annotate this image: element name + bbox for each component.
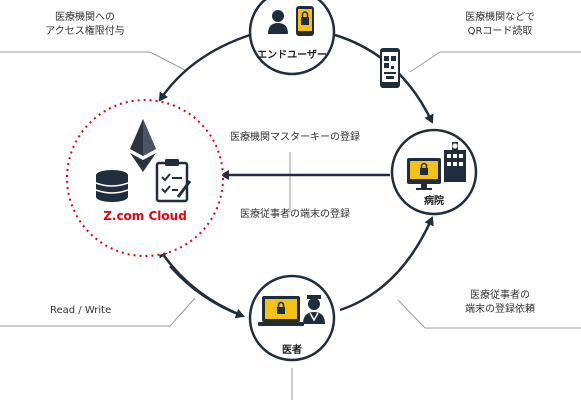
- user-node-label: エンドユーザー: [257, 50, 327, 61]
- leader-bottom-right: [397, 299, 581, 329]
- doctor-node: [248, 274, 336, 362]
- hospital-node-label: 病院: [424, 196, 444, 207]
- monitor-lock-icon: [407, 158, 441, 190]
- doctor-icon: [303, 295, 325, 324]
- arrow-cloud-to-doctor: [169, 265, 245, 319]
- user-node: [248, 0, 336, 76]
- annotation-bottom-right-line1: 医療従事者の: [470, 290, 530, 301]
- clipboard-icon: [155, 159, 192, 203]
- annotation-top-right-line2: QRコード読取: [467, 26, 533, 37]
- annotation-bottom-right: 医療従事者の 端末の登録依頼: [440, 289, 560, 317]
- ethereum-icon: [130, 119, 156, 172]
- arrow-doctor-to-cloud: [158, 248, 244, 318]
- qr-phone-icon: [380, 48, 400, 88]
- cloud-label: Z.com Cloud: [103, 209, 187, 223]
- annotation-top-right-line1: 医療機関などで: [465, 12, 535, 23]
- annotation-center-bottom: 医療従事者の端末の登録: [240, 209, 350, 220]
- hospital-node: [390, 128, 478, 216]
- annotation-top-left-line1: 医療機関への: [55, 12, 115, 23]
- leader-bottom-left: [0, 297, 196, 327]
- annotation-center-top: 医療機関マスターキーの登録: [230, 132, 360, 143]
- laptop-lock-icon: [258, 296, 304, 326]
- arrow-user-to-cloud: [158, 33, 251, 102]
- leader-top-left: [0, 51, 186, 71]
- person-icon: [268, 10, 288, 34]
- arrow-doctor-to-hospital: [339, 216, 434, 312]
- doctor-node-label: 医者: [282, 345, 302, 356]
- annotation-bottom-left: Read / Write: [50, 305, 112, 316]
- annotation-top-left: 医療機関への アクセス権限付与: [20, 11, 150, 39]
- hospital-building-icon: [444, 142, 466, 182]
- annotation-top-left-line2: アクセス権限付与: [45, 26, 125, 37]
- phone-lock-icon: [296, 6, 314, 36]
- annotation-bottom-right-line2: 端末の登録依頼: [465, 304, 535, 315]
- cloud-dotted-circle: [66, 99, 224, 257]
- annotation-top-right: 医療機関などで QRコード読取: [440, 11, 560, 39]
- database-icon: [95, 170, 129, 202]
- leader-top-right: [409, 51, 581, 73]
- leader-lines: [0, 51, 581, 400]
